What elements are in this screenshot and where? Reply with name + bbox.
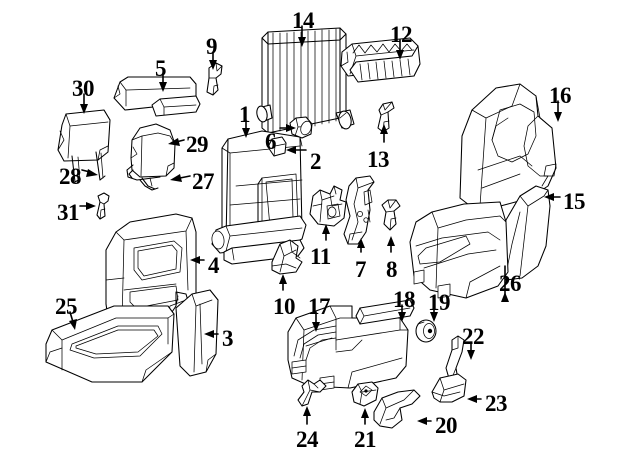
part-30-headrest-cushion	[57, 109, 111, 162]
part-14-seatback-frame-panel	[256, 27, 355, 134]
callout-24[interactable]: 24	[296, 427, 319, 452]
callout-1[interactable]: 1	[239, 102, 251, 127]
callout-10[interactable]: 10	[273, 294, 296, 319]
part-24-mounting-pin	[297, 379, 327, 407]
part-23-striker-bracket	[431, 373, 467, 403]
part-26-seat-cushion-right	[409, 201, 509, 299]
part-18-cross-support-rod	[355, 299, 415, 325]
callout-31[interactable]: 31	[57, 200, 80, 225]
callout-16[interactable]: 16	[549, 83, 572, 108]
callout-13[interactable]: 13	[367, 147, 390, 172]
part-27-armrest-strap	[126, 164, 161, 191]
callout-4[interactable]: 4	[208, 253, 220, 278]
part-29-armrest-pad	[130, 123, 176, 178]
part-28-headrest-post	[71, 151, 106, 183]
part-7-hinge-bracket	[343, 175, 375, 245]
callout-30[interactable]: 30	[72, 76, 95, 101]
callout-12[interactable]: 12	[390, 22, 413, 47]
callout-5[interactable]: 5	[155, 56, 167, 81]
callout-29[interactable]: 29	[186, 132, 209, 157]
leader-lines	[69, 25, 562, 425]
part-10-wedge-bracket	[271, 239, 303, 275]
callout-22[interactable]: 22	[462, 324, 485, 349]
callout-23[interactable]: 23	[485, 391, 508, 416]
part-6-pivot-bushing	[289, 116, 313, 139]
part-15-side-bolster-right	[499, 185, 551, 281]
callout-20[interactable]: 20	[435, 413, 458, 438]
part-12-seatback-trim-strip	[340, 37, 421, 83]
part-3-side-bolster-left	[175, 289, 219, 377]
callout-9[interactable]: 9	[206, 34, 218, 59]
part-19-pivot-roller	[415, 319, 437, 343]
callout-2[interactable]: 2	[310, 149, 322, 174]
callout-3[interactable]: 3	[222, 326, 234, 351]
callout-18[interactable]: 18	[393, 287, 416, 312]
part-8-spring-clip	[381, 199, 401, 231]
callout-14[interactable]: 14	[292, 8, 315, 33]
part-5-headrest-guide-rail	[113, 76, 201, 117]
callout-6[interactable]: 6	[265, 129, 277, 154]
callout-28[interactable]: 28	[59, 164, 82, 189]
part-31-trim-pin	[96, 192, 110, 220]
part-25-seat-cushion-left	[45, 305, 175, 383]
callout-7[interactable]: 7	[355, 257, 367, 282]
callout-17[interactable]: 17	[308, 294, 331, 319]
callout-15[interactable]: 15	[563, 189, 586, 214]
callout-19[interactable]: 19	[428, 290, 451, 315]
callout-25[interactable]: 25	[55, 294, 78, 319]
part-16-seat-back-assembly	[459, 83, 557, 213]
part-1-seatback-cushion-frame	[211, 130, 307, 265]
part-20-floor-anchor-bracket	[373, 389, 421, 429]
callout-11[interactable]: 11	[310, 244, 331, 269]
callout-8[interactable]: 8	[386, 257, 398, 282]
callout-27[interactable]: 27	[192, 169, 215, 194]
part-9-clip-bracket	[206, 62, 223, 96]
callout-26[interactable]: 26	[499, 271, 522, 296]
part-13-retainer-clip	[377, 101, 395, 133]
part-11-recliner-mechanism	[309, 185, 347, 227]
part-21-grommet-clip	[351, 381, 379, 407]
callout-21[interactable]: 21	[354, 427, 377, 452]
